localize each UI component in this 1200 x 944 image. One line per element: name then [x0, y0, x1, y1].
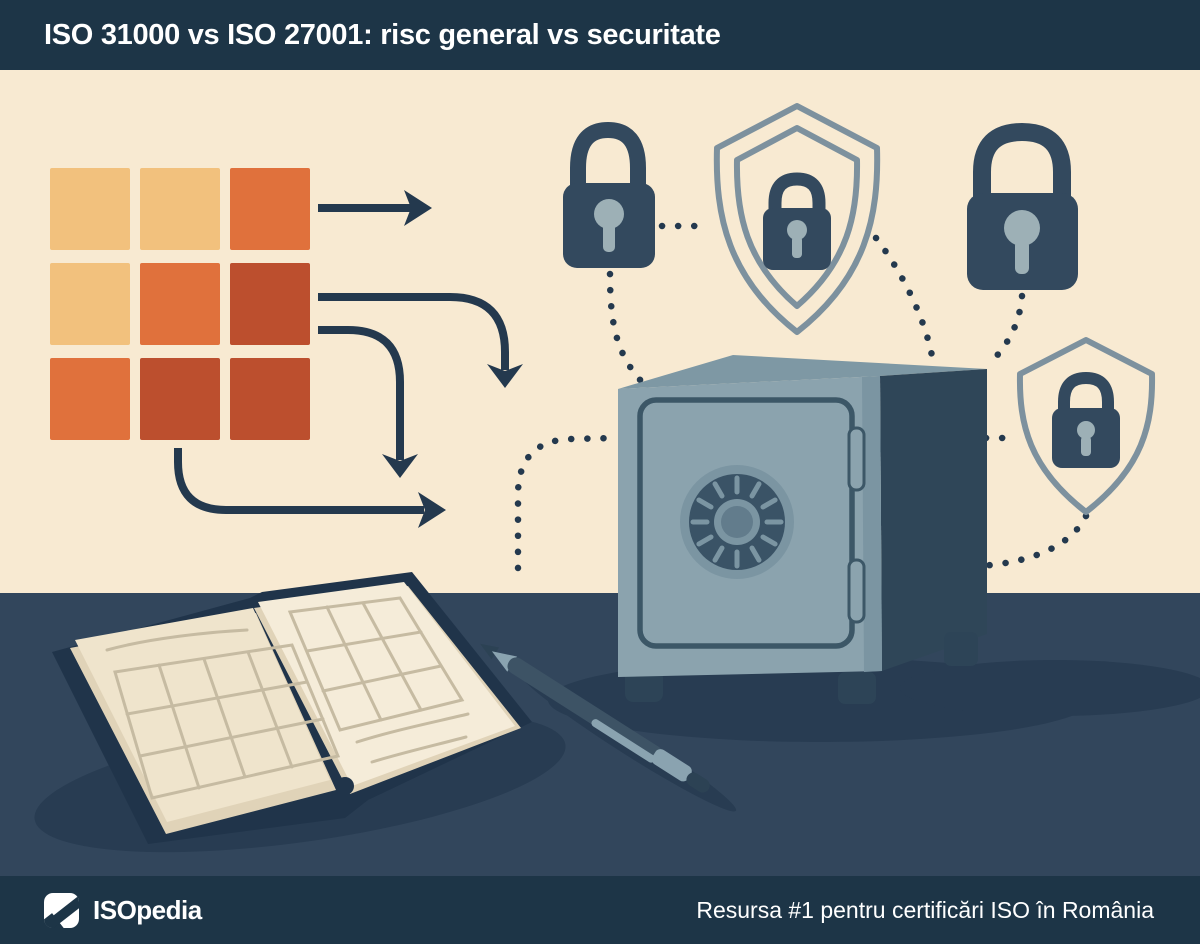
flow-arrows [174, 190, 523, 528]
dotted-connectors [514, 222, 1090, 572]
dotted-connector [514, 434, 620, 572]
notebook-grid-lines [105, 596, 470, 800]
risk-cell-medium [140, 263, 220, 345]
dotted-connector [606, 270, 646, 386]
arrow-curve-down [318, 326, 404, 460]
shield-lock-icon [713, 103, 881, 335]
dotted-connector [976, 512, 1090, 570]
arrow-down-right [174, 448, 424, 514]
footer-tagline: Resursa #1 pentru certificări ISO în Rom… [696, 896, 1154, 923]
footer-bar: ISOpedia Resursa #1 pentru certificări I… [0, 876, 1200, 944]
dotted-connector [872, 234, 936, 360]
title-bar: ISO 31000 vs ISO 27001: risc general vs … [0, 0, 1200, 70]
pen-illustration [480, 643, 710, 793]
risk-cell-high [230, 263, 310, 345]
risk-cell-high [230, 358, 310, 440]
brand-name: ISOpedia [93, 894, 202, 925]
isopedia-logo-icon [44, 892, 79, 928]
risk-matrix [50, 168, 310, 440]
scene-graphics [0, 103, 1200, 876]
dial-ticks [690, 475, 784, 569]
risk-cell-low [50, 168, 130, 250]
padlock-icon [563, 121, 655, 268]
risk-cell-low [140, 168, 220, 250]
notebook-illustration [52, 572, 532, 844]
safe-door [637, 397, 855, 649]
dotted-connector [984, 292, 1026, 370]
isopedia-logo: ISOpedia [44, 892, 202, 928]
illustration-scene [0, 70, 1200, 876]
arrow-curve-down [318, 293, 509, 370]
risk-cell-medium [230, 168, 310, 250]
risk-cell-low [50, 263, 130, 345]
notebook-spine [336, 777, 354, 795]
risk-cell-high [140, 358, 220, 440]
safe-illustration [618, 355, 987, 704]
safe-dial [680, 465, 794, 579]
shield-lock-icon [1016, 337, 1156, 515]
page-title: ISO 31000 vs ISO 27001: risc general vs … [44, 18, 721, 51]
risk-cell-medium [50, 358, 130, 440]
padlock-icon [967, 122, 1078, 290]
